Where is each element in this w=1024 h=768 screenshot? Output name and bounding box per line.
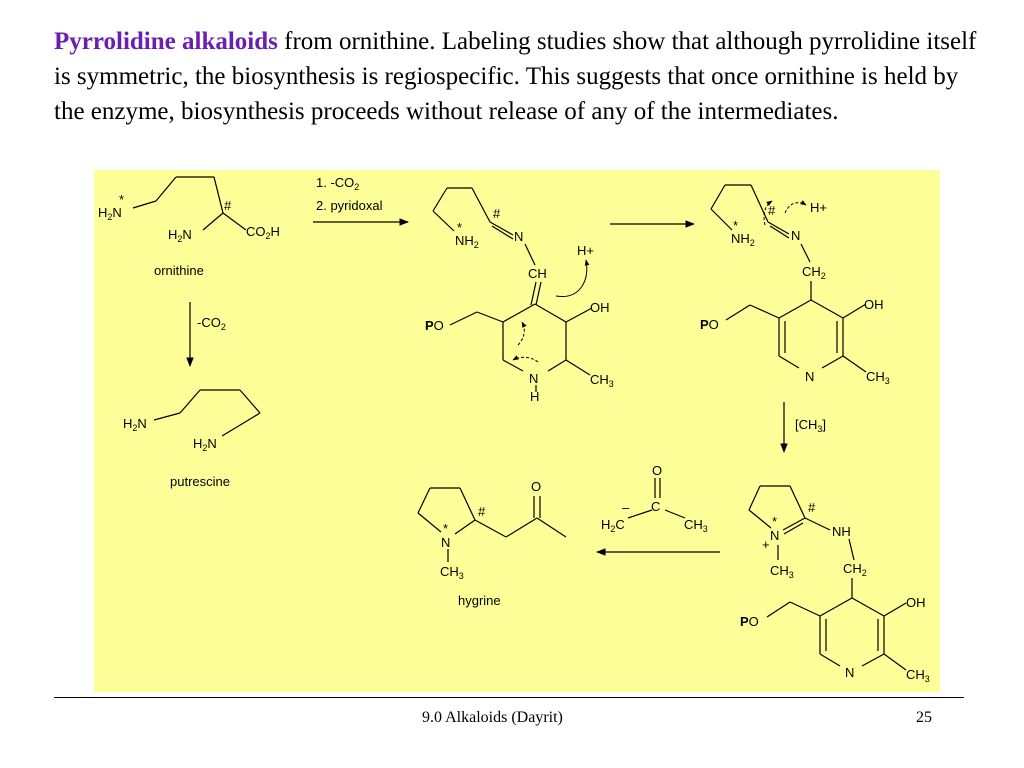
svg-text:*: * — [733, 218, 738, 233]
aldimine-mechanism-arrows — [763, 200, 807, 226]
svg-text:#: # — [808, 500, 816, 515]
svg-text:CH2: CH2 — [843, 561, 867, 578]
schiff-base-structure — [432, 187, 593, 392]
schiff-base-labels: NH2 * # N CH H+ OH PO N H CH3 — [425, 206, 614, 404]
hygrine-label: hygrine — [458, 593, 501, 608]
footer-divider — [54, 697, 964, 698]
svg-text:CO2H: CO2H — [246, 224, 280, 241]
hygrine-labels: N * # O CH3 hygrine — [440, 479, 541, 608]
svg-text:CH3: CH3 — [440, 564, 464, 581]
svg-text:H2N: H2N — [193, 436, 217, 453]
acetone-enolate-structure — [627, 478, 686, 519]
svg-text:O: O — [652, 463, 662, 478]
svg-text:NH2: NH2 — [731, 231, 755, 248]
svg-text:NH2: NH2 — [455, 233, 479, 250]
svg-text:*: * — [443, 521, 448, 536]
svg-text:OH: OH — [864, 297, 884, 312]
svg-text:N: N — [529, 371, 538, 386]
svg-text:H+: H+ — [810, 200, 827, 215]
svg-text:CH3: CH3 — [770, 563, 794, 580]
svg-text:–: – — [622, 500, 630, 515]
step1-reagent: 1. -CO2 — [316, 175, 359, 192]
svg-text:NH: NH — [832, 524, 851, 539]
svg-text:H2C: H2C — [601, 517, 625, 534]
footer-title: 9.0 Alkaloids (Dayrit) — [422, 709, 563, 726]
svg-text:#: # — [478, 504, 486, 519]
svg-text:H: H — [530, 389, 539, 404]
svg-text:H2N: H2N — [123, 416, 147, 433]
svg-text:N: N — [514, 229, 523, 244]
intro-body: from ornithine. Labeling studies show th… — [54, 28, 977, 125]
svg-text:*: * — [772, 514, 777, 529]
iminium-labels: N * + # NH CH3 CH2 OH PO N CH3 — [740, 500, 930, 684]
svg-text:O: O — [531, 479, 541, 494]
svg-text:H2N: H2N — [168, 227, 192, 244]
svg-text:OH: OH — [906, 595, 926, 610]
aldimine-structure — [710, 184, 867, 373]
ornithine-label: ornithine — [154, 263, 204, 278]
svg-text:PO: PO — [425, 318, 444, 333]
svg-text:C: C — [651, 499, 660, 514]
decarboxylation-reagent: -CO2 — [197, 315, 226, 332]
methylation-reagent: [CH3] — [795, 417, 826, 434]
svg-text:#: # — [224, 198, 232, 213]
svg-text:CH: CH — [528, 266, 547, 281]
hygrine-structure — [417, 487, 567, 562]
svg-text:*: * — [119, 192, 124, 207]
iminium-structure — [748, 485, 907, 671]
svg-text:H2N: H2N — [98, 205, 122, 222]
acetone-enolate-labels: O C – H2C CH3 — [601, 463, 708, 534]
scheme-background — [94, 170, 940, 692]
svg-text:N: N — [441, 535, 450, 550]
step2-reagent: 2. pyridoxal — [316, 198, 383, 213]
svg-text:CH3: CH3 — [866, 369, 890, 386]
intro-highlight: Pyrrolidine alkaloids — [54, 28, 278, 55]
svg-text:+: + — [762, 537, 770, 552]
svg-text:N: N — [770, 528, 779, 543]
putrescine-label: putrescine — [170, 474, 230, 489]
svg-text:CH3: CH3 — [590, 372, 614, 389]
svg-text:H+: H+ — [577, 243, 594, 258]
svg-text:PO: PO — [740, 614, 759, 629]
ornithine-structure — [132, 176, 247, 231]
svg-text:N: N — [845, 665, 854, 680]
svg-text:CH3: CH3 — [684, 517, 708, 534]
svg-text:N: N — [805, 369, 814, 384]
svg-text:#: # — [493, 206, 501, 221]
page-number: 25 — [916, 709, 932, 726]
putrescine-structure — [153, 389, 261, 437]
svg-text:PO: PO — [700, 317, 719, 332]
svg-text:#: # — [768, 203, 776, 218]
slide-intro-text: Pyrrolidine alkaloids from ornithine. La… — [54, 24, 984, 129]
schiff-base-mechanism-arrows — [512, 259, 590, 363]
putrescine-labels: H2N H2N putrescine — [123, 416, 230, 489]
ornithine-labels: H2N * # H2N CO2H ornithine — [98, 192, 280, 278]
svg-text:*: * — [457, 220, 462, 235]
aldimine-labels: NH2 * # N H+ CH2 OH PO N CH3 — [700, 200, 890, 386]
svg-text:CH3: CH3 — [906, 667, 930, 684]
svg-text:N: N — [791, 228, 800, 243]
svg-text:CH2: CH2 — [802, 264, 826, 281]
svg-text:OH: OH — [590, 300, 610, 315]
